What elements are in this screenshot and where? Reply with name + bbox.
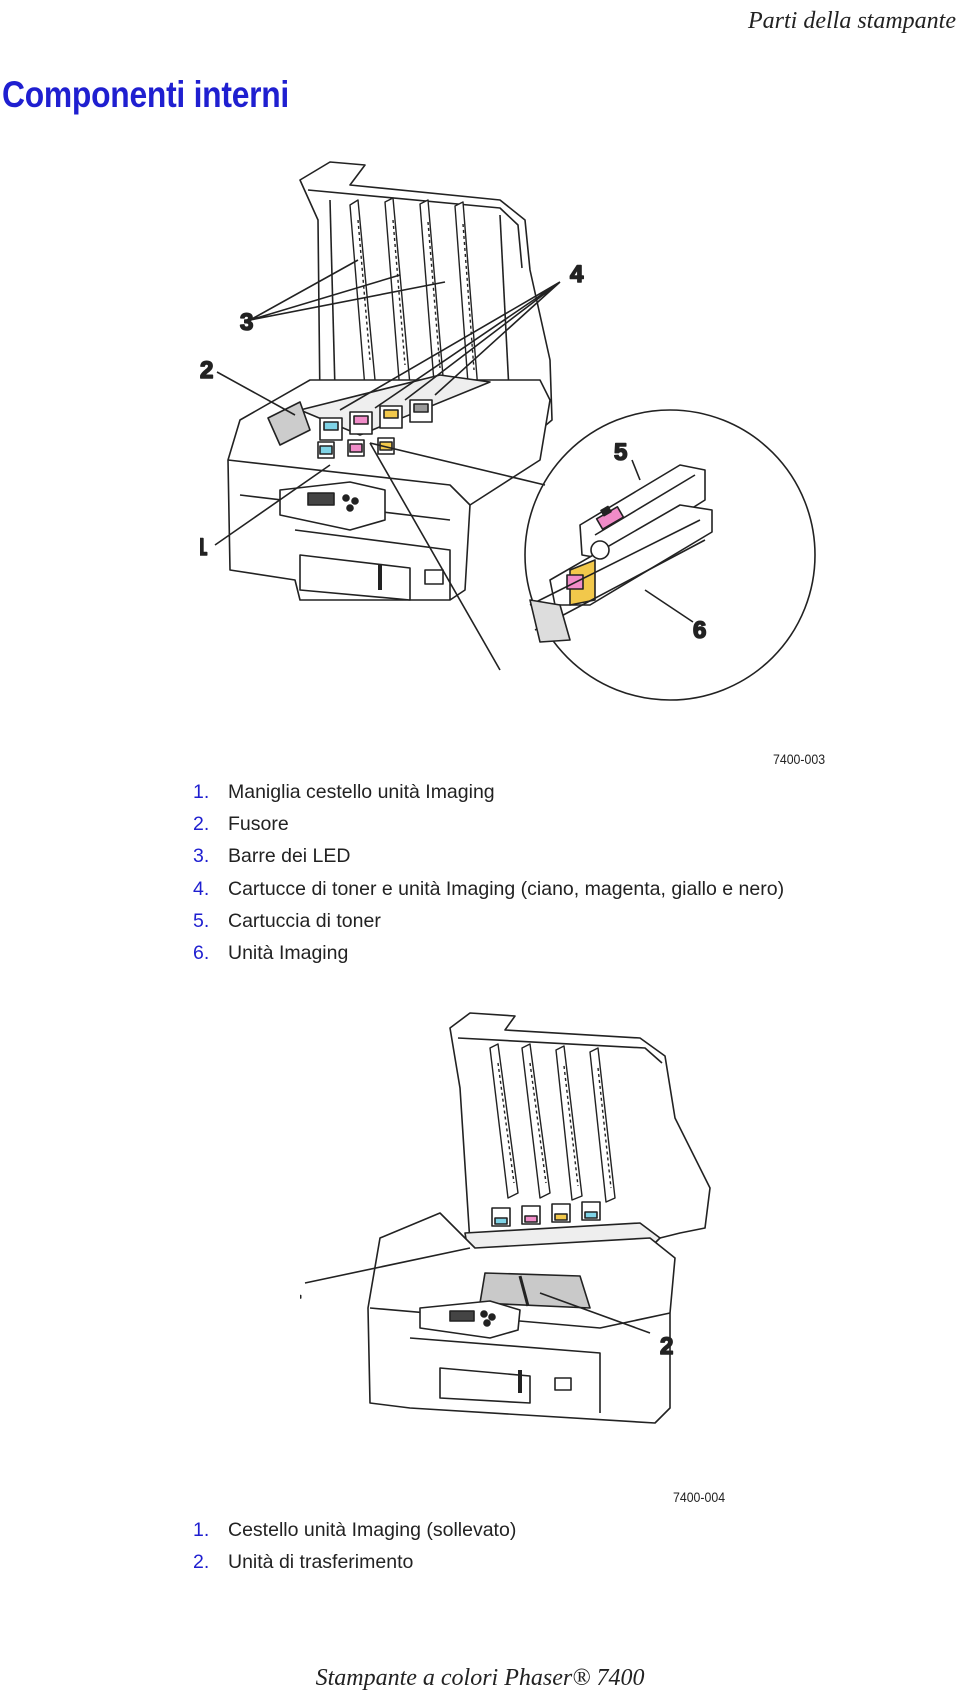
callout-5: 5: [614, 439, 627, 466]
figure-code: 7400-004: [673, 1489, 726, 1505]
legend-text: Cartuccia di toner: [228, 909, 381, 932]
legend-item: 2. Unità di trasferimento: [193, 1546, 516, 1578]
legend-text: Unità Imaging: [228, 942, 349, 965]
callout-1: 1: [200, 534, 207, 561]
legend-item: 4. Cartucce di toner e unità Imaging (cia…: [193, 873, 784, 905]
led-bars: [489, 1043, 616, 1203]
toner-cartridges-row: [267, 374, 491, 459]
callout-3: 3: [240, 309, 253, 336]
legend-number: 6.: [193, 942, 210, 965]
legend-text: Fusore: [228, 812, 289, 835]
legend-list: 1. Maniglia cestello unità Imaging 2. Fuso…: [193, 776, 784, 970]
legend-text: Cartucce di toner e unità Imaging (ciano…: [228, 877, 785, 900]
legend-text: Unità di trasferimento: [228, 1550, 414, 1573]
legend-item: 1. Maniglia cestello unità Imaging: [193, 776, 784, 808]
legend-number: 1.: [193, 1518, 210, 1541]
callout-2: 2: [200, 357, 213, 384]
legend-item: 1. Cestello unità Imaging (sollevato): [193, 1514, 516, 1546]
zoom-detail-circle: [369, 409, 816, 701]
callout-1: 1: [300, 1277, 301, 1304]
legend-item: 6. Unità Imaging: [193, 937, 784, 969]
callout-2: 2: [660, 1333, 673, 1360]
printer-internal-components-figure: 3 4 2 1 5 6: [200, 160, 840, 770]
legend-item: 3. Barre dei LED: [193, 841, 784, 873]
legend-text: Maniglia cestello unità Imaging: [228, 780, 495, 803]
legend-number: 5.: [193, 909, 210, 932]
page-title: Componenti interni: [2, 74, 290, 115]
printer-body: [367, 1212, 676, 1424]
legend-number: 2.: [193, 812, 210, 835]
printer-body: [227, 379, 551, 601]
legend-item: 5. Cartuccia di toner: [193, 905, 784, 937]
printer-top-cover: [449, 1012, 711, 1244]
section-header: Parti della stampante: [748, 8, 956, 34]
legend-list: 1. Cestello unità Imaging (sollevato) 2. U…: [193, 1514, 516, 1579]
figure-code: 7400-003: [773, 751, 826, 767]
callout-leaders: [304, 1247, 651, 1334]
legend-text: Barre dei LED: [228, 845, 351, 868]
legend-number: 3.: [193, 845, 210, 868]
footer-product-title: Stampante a colori Phaser® 7400: [315, 1665, 645, 1691]
legend-item: 2. Fusore: [193, 808, 784, 840]
legend-text: Cestello unità Imaging (sollevato): [228, 1518, 517, 1541]
callout-6: 6: [693, 617, 706, 644]
callout-4: 4: [570, 261, 584, 288]
legend-number: 1.: [193, 780, 210, 803]
page-number: 1-4: [0, 1698, 960, 1701]
legend-number: 4.: [193, 877, 210, 900]
printer-transfer-unit-figure: 1 2: [300, 1008, 750, 1508]
legend-number: 2.: [193, 1550, 210, 1573]
callout-leaders: [214, 259, 694, 623]
